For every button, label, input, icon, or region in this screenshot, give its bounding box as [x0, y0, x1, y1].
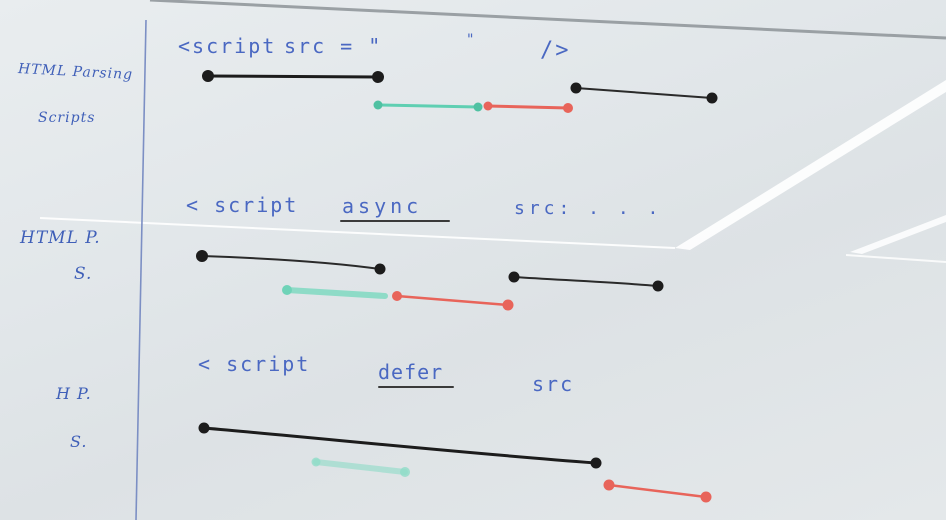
row1-fetch-dot — [473, 102, 483, 112]
row1-code-attr: src = " — [284, 34, 383, 58]
row3-fetch-segment — [313, 459, 408, 475]
row2-label-parsing: HTML P. — [20, 228, 101, 248]
row2-parsing-dot — [374, 263, 386, 275]
row3-execute-dot — [700, 491, 712, 503]
row2-parsing-dot — [196, 250, 208, 262]
row1-execute-dot — [563, 103, 573, 113]
row2-execute-dot — [502, 299, 514, 311]
row3-label-scripts: S. — [70, 432, 88, 451]
row2-parsing-segment-2 — [513, 276, 659, 287]
row1-parsing-dot — [570, 82, 582, 94]
row1-parsing-dot — [202, 70, 214, 82]
row1-fetch-dot — [373, 100, 383, 110]
row1-label-scripts: Scripts — [38, 110, 96, 126]
row3-code-tag: < script — [198, 352, 311, 376]
divider-line — [135, 19, 147, 520]
row2-execute-segment — [396, 294, 509, 307]
row1-fetch-segment — [377, 103, 479, 109]
row3-parsing-segment — [203, 426, 597, 465]
row2-code-attr: src: . . . — [514, 198, 663, 219]
row2-label-scripts: S. — [74, 264, 93, 284]
row3-fetch-dot — [400, 467, 410, 477]
row1-timeline — [202, 70, 718, 113]
row2-parsing-dot — [652, 280, 664, 292]
row1-execute-segment — [487, 104, 569, 110]
light-edge-2 — [845, 254, 946, 263]
row3-parsing-dot — [198, 422, 210, 434]
row1-parsing-dot — [706, 92, 718, 104]
row3-code-keyword: defer — [378, 360, 444, 384]
row3-keyword-underline — [378, 386, 454, 388]
row2-timeline — [196, 250, 664, 311]
row1-code-close: /> — [540, 38, 571, 63]
row1-code-quote: " — [466, 32, 477, 48]
row3-code-attr: src — [532, 372, 575, 396]
row2-code-keyword: async — [342, 194, 423, 218]
light-reflection-2 — [850, 215, 946, 254]
row2-parsing-dot — [508, 271, 520, 283]
row3-parsing-dot — [590, 457, 602, 469]
board-top-edge — [149, 0, 946, 40]
row2-execute-dot — [392, 291, 402, 301]
row3-timeline — [198, 422, 712, 503]
row2-keyword-underline — [340, 220, 450, 222]
row2-fetch-dot — [282, 285, 292, 295]
row1-code-tag: <script — [178, 34, 277, 58]
row3-execute-dot — [603, 479, 615, 491]
row2-parsing-segment-1 — [201, 255, 381, 270]
row1-parsing-segment-2 — [575, 87, 713, 99]
row3-fetch-dot — [311, 457, 321, 467]
light-reflection — [675, 80, 946, 250]
row3-label-parsing: H P. — [56, 384, 92, 403]
light-edge — [39, 217, 676, 249]
row1-execute-dot — [483, 101, 493, 111]
row1-parsing-dot — [372, 71, 384, 83]
row2-code-tag: < script — [186, 193, 299, 217]
row2-fetch-segment — [284, 287, 388, 299]
row3-execute-segment — [608, 483, 707, 499]
row1-parsing-segment-1 — [207, 74, 379, 79]
